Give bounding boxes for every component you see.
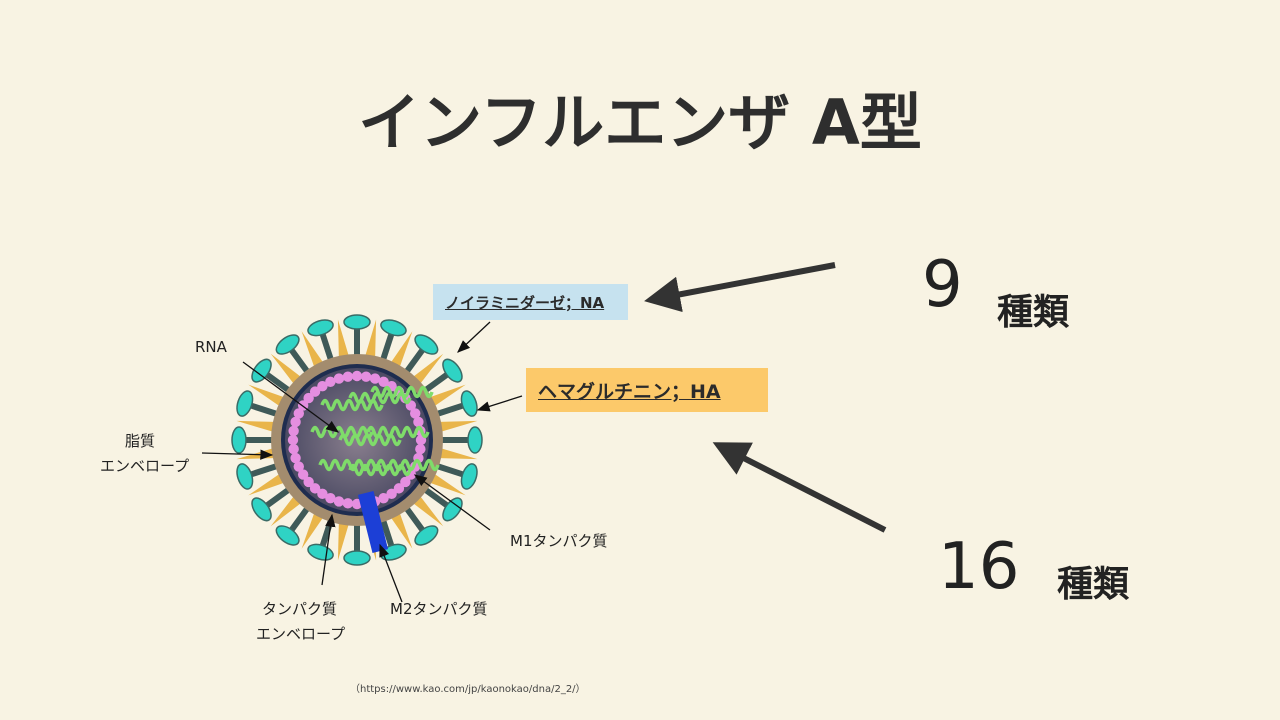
ha-count: 16: [938, 530, 1020, 604]
m1-label: M1タンパク質: [510, 532, 608, 550]
na-spike: [337, 319, 351, 363]
ha-head: [307, 543, 334, 561]
m2-protein: [357, 490, 389, 554]
na-spike: [363, 319, 377, 363]
ha-head: [236, 390, 254, 417]
m2-label: M2タンパク質: [390, 600, 488, 618]
na-spike: [388, 508, 413, 549]
ha-head: [307, 319, 334, 337]
lipid-label: 脂質: [125, 432, 156, 450]
page-title: インフルエンザ A型: [358, 86, 922, 159]
rna-label: RNA: [195, 338, 227, 356]
ha-head: [231, 426, 247, 454]
ha-head: [414, 334, 439, 355]
na-unit: 種類: [997, 292, 1070, 333]
ha-unit: 種類: [1057, 564, 1130, 605]
neuraminidase-label: ノイラミニダーゼ；NA: [433, 284, 628, 320]
ha-head: [467, 426, 483, 454]
na-spike: [409, 492, 444, 527]
ha-head: [236, 463, 254, 490]
na-spike: [388, 331, 413, 372]
ha-head: [343, 550, 371, 566]
na-spike: [434, 420, 478, 434]
na-spike: [248, 384, 289, 409]
rna-strands: [310, 385, 440, 477]
na-spike: [409, 353, 444, 388]
ha-head: [460, 390, 478, 417]
na-spike: [425, 384, 466, 409]
na-spike: [236, 420, 280, 434]
na-spike: [425, 471, 466, 496]
na-spike: [270, 353, 305, 388]
na-spike: [270, 492, 305, 527]
ha-head: [442, 497, 463, 522]
protein-label: タンパク質: [262, 600, 338, 618]
ha-head: [251, 497, 272, 522]
pointer-lines: [201, 321, 523, 603]
na-spike: [248, 471, 289, 496]
ha-head: [460, 463, 478, 490]
protein-envelope-label: エンベロープ: [256, 625, 346, 643]
ha-head: [442, 358, 463, 383]
ha-head: [414, 525, 439, 546]
na-spike: [301, 331, 326, 372]
big-arrows: [644, 262, 887, 533]
hemagglutinin-label: ヘマグルチニン；HA: [526, 368, 768, 412]
ha-head: [275, 525, 300, 546]
ha-head: [275, 334, 300, 355]
ha-head: [343, 314, 371, 330]
lipid-envelope-label: エンベロープ: [100, 457, 190, 475]
ha-head: [251, 358, 272, 383]
ha-head: [380, 319, 407, 337]
na-spike: [301, 508, 326, 549]
na-spike: [434, 446, 478, 460]
na-count: 9: [922, 248, 963, 322]
source-citation: （https://www.kao.com/jp/kaonokao/dna/2_2…: [350, 684, 586, 695]
na-spike: [337, 517, 351, 561]
